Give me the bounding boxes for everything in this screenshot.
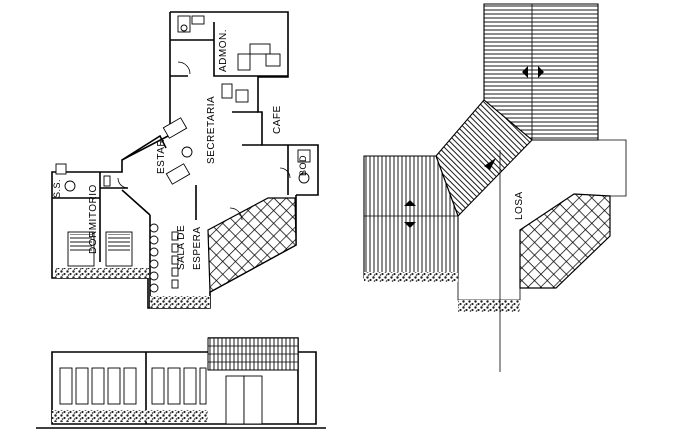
room-label-secretaria: SECRETARIA <box>206 96 217 164</box>
slope-arrow-icon-5 <box>484 158 496 170</box>
bod-sink-icon <box>297 149 311 163</box>
floor-plan: ADMON. SECRETARIA CAFE ESTAR BOD S.S. DO… <box>51 11 319 309</box>
pergola-lattice-roofplan <box>519 193 611 289</box>
room-label-estar: ESTAR <box>156 139 167 174</box>
room-label-admon: ADMON. <box>218 29 229 72</box>
gravel-strip-dorm <box>55 268 149 278</box>
elevation-door <box>225 375 245 425</box>
elevation-gravel-right <box>146 410 208 422</box>
room-label-dormitorio: DORMITORIO <box>88 184 99 254</box>
room-label-sala-line2: ESPERA <box>192 226 203 270</box>
slope-arrow-icon-3 <box>404 200 416 206</box>
secretaria-desk-icon <box>235 89 249 103</box>
floor-plan-inner-walls <box>52 22 289 308</box>
roof-plan: LOSA <box>363 3 627 372</box>
gravel-strip-roof <box>364 272 458 282</box>
front-elevation <box>36 337 326 429</box>
slope-arrow-icon-4 <box>404 222 416 228</box>
elevation-gravel-left <box>52 410 146 422</box>
ss-toilet-icon <box>55 163 67 175</box>
sofa-icon-2 <box>165 163 191 185</box>
waiting-chairs <box>149 223 179 293</box>
room-label-cafe: CAFE <box>272 105 283 134</box>
ss-shelf-icon <box>103 175 111 187</box>
sink-icon <box>191 15 205 25</box>
roof-label-losa: LOSA <box>514 191 525 220</box>
chair-icon <box>237 53 251 71</box>
plant-icon <box>181 146 193 158</box>
room-label-ss: S.S. <box>52 179 62 198</box>
bod-toilet-icon <box>298 172 310 184</box>
slope-arrow-icon-2 <box>538 66 544 78</box>
ss-sink-icon <box>64 180 76 192</box>
door-arc-3 <box>229 207 243 221</box>
door-arc-4 <box>279 167 291 179</box>
room-label-bod: BOD <box>298 155 308 176</box>
elevation-windows-right <box>151 367 207 405</box>
elevation-windows-left <box>59 367 137 405</box>
elevation-door-2 <box>243 375 263 425</box>
sofa-icon <box>162 117 188 139</box>
door-arc-1 <box>177 61 191 75</box>
slope-arrow-icon <box>522 66 528 78</box>
gravel-strip-roof-2 <box>458 300 520 312</box>
gravel-strip-sala <box>150 296 210 308</box>
room-label-sala-line1: SALA DE <box>176 225 187 270</box>
desk-icon <box>249 43 271 55</box>
door-arc-2 <box>117 177 129 189</box>
pergola-lattice-floorplan <box>207 197 297 293</box>
cabinet-icon <box>265 53 281 67</box>
secretaria-chair-icon <box>221 83 233 99</box>
